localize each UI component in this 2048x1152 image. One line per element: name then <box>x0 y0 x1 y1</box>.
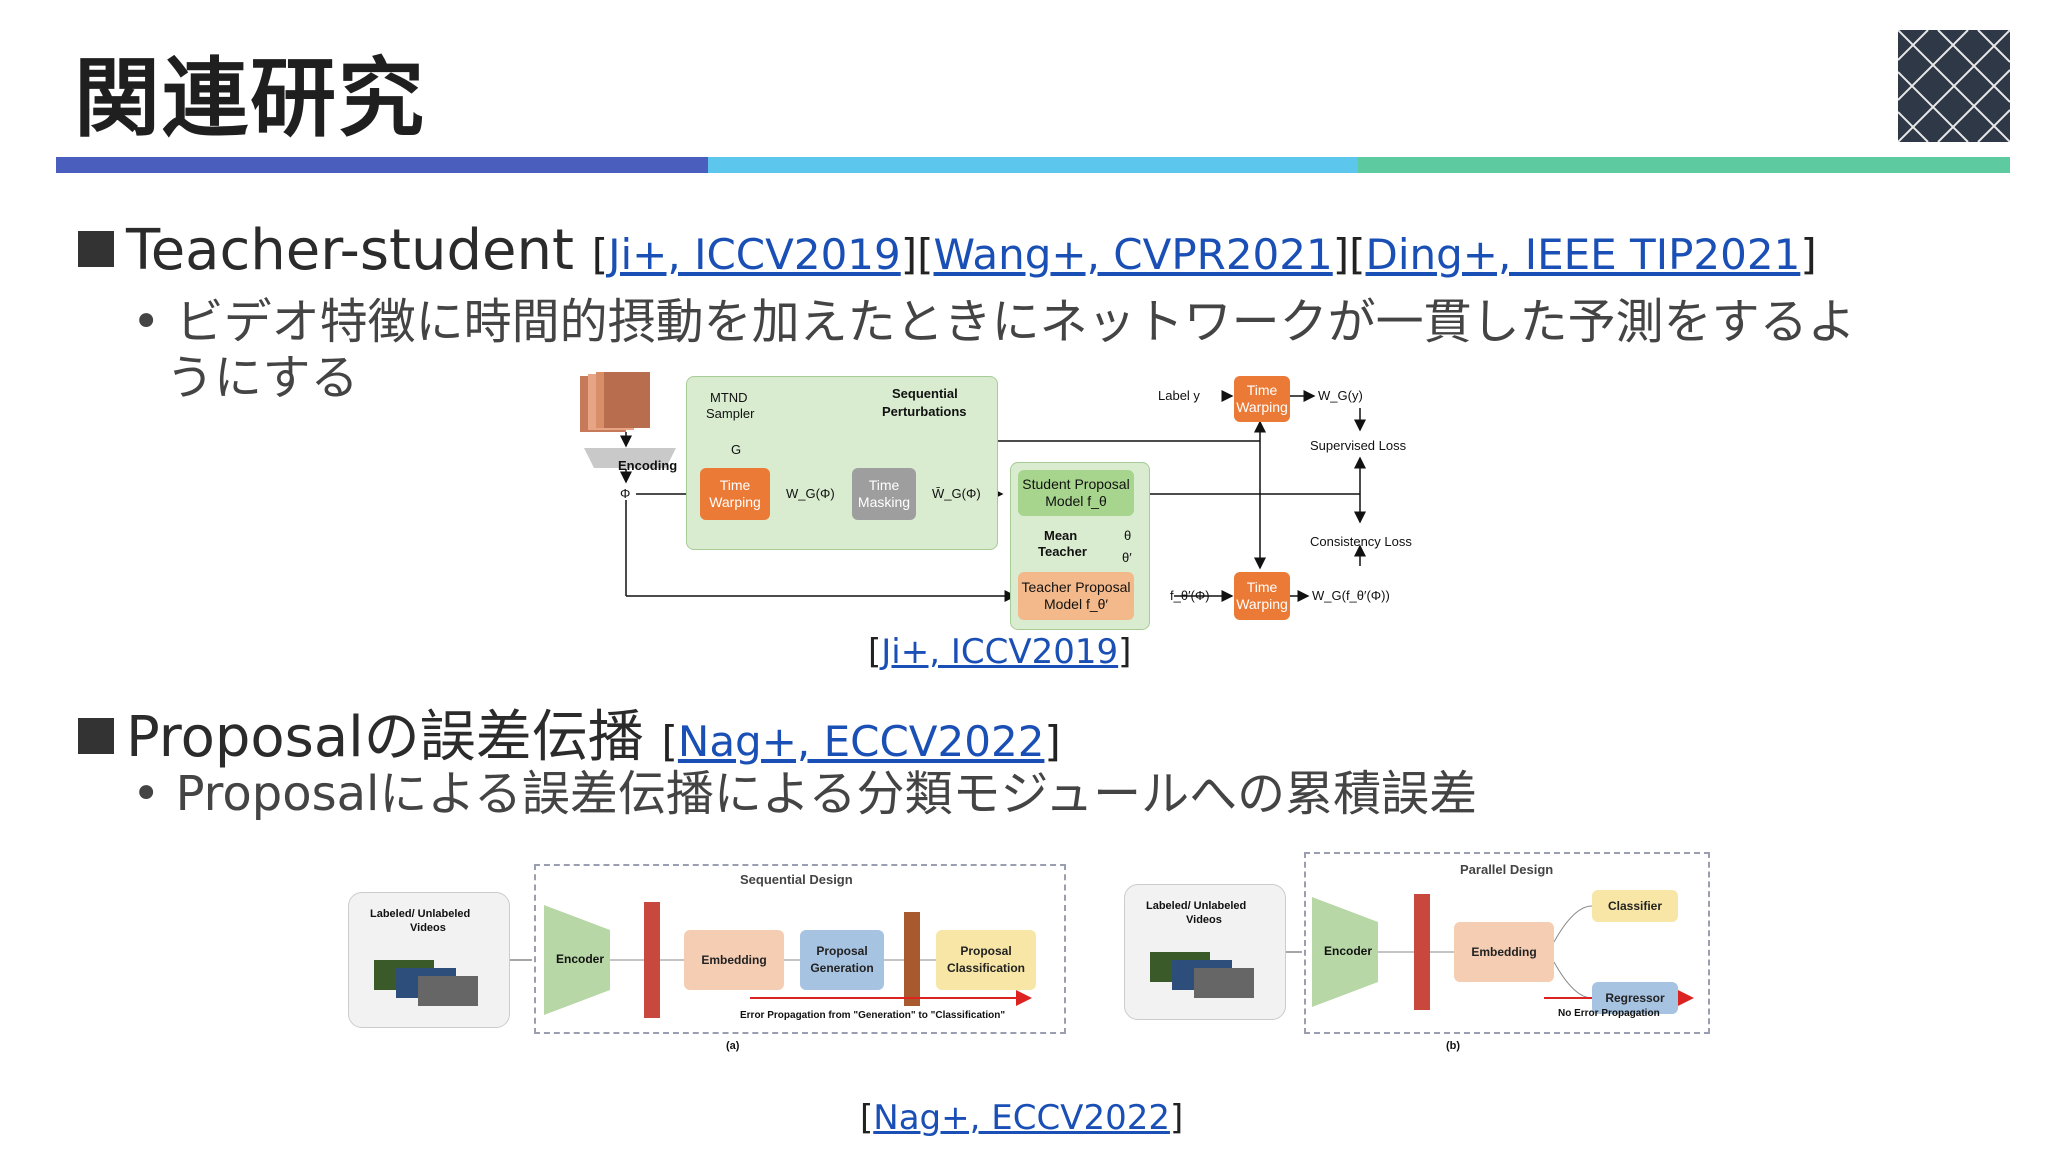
error-propagation-note: Error Propagation from "Generation" to "… <box>740 1010 1006 1021</box>
subfigure-label-a: (a) <box>726 1040 740 1052</box>
video-frames-icon <box>580 372 650 432</box>
sequential-label: Sequential <box>892 386 958 401</box>
label-y: Label y <box>1158 388 1200 403</box>
page-title: 関連研究 <box>74 49 426 149</box>
embedding-node: Embedding <box>1454 922 1554 982</box>
square-bullet-icon <box>78 718 114 754</box>
no-error-propagation-note: No Error Propagation <box>1558 1008 1660 1019</box>
teacher-student-diagram: Encoding Φ MTND Sampler G Sequential Per… <box>570 372 1430 634</box>
figure-caption-2: [Nag+, ECCV2022] <box>860 1098 1184 1138</box>
title-underline-cyan <box>708 157 1358 173</box>
regressor-node: Regressor <box>1592 982 1678 1014</box>
diagram-arrows <box>580 372 1366 602</box>
bullet-text-2: • Proposalによる誤差伝播による分類モジュールへの累積誤差 <box>132 766 1477 822</box>
teacher-label: Teacher <box>1038 544 1087 559</box>
ref-link-wang-cvpr2021[interactable]: Wang+, CVPR2021 <box>933 230 1333 279</box>
mtnd-label: MTND <box>710 390 748 405</box>
ref-link-ding-tip2021[interactable]: Ding+, IEEE TIP2021 <box>1365 230 1801 279</box>
bullet-dot: • <box>132 294 161 350</box>
parallel-diagram-shapes <box>1150 894 1694 1010</box>
wg-phi-label: W_G(Φ) <box>786 486 835 501</box>
bullet-line-1: ビデオ特徴に時間的摂動を加えたときにネットワークが一貫した予測をするよ <box>175 294 1856 350</box>
phi-label: Φ <box>620 486 631 501</box>
caption-link-nag-eccv2022[interactable]: Nag+, ECCV2022 <box>873 1098 1170 1138</box>
heading-text: Proposalの誤差伝播 <box>126 705 644 770</box>
wg-y-label: W_G(y) <box>1318 388 1363 403</box>
square-bullet-icon <box>78 231 114 267</box>
g-label: G <box>731 442 742 457</box>
sequential-design-figure: Labeled/ Unlabeled Videos Sequential Des… <box>348 860 1068 1060</box>
sequential-perturbations-panel <box>686 376 998 550</box>
title-underline-green <box>1358 157 2010 173</box>
encoding-label: Encoding <box>618 458 678 473</box>
diamond-lattice-logo-icon <box>1897 29 2011 143</box>
section-heading-teacher-student: Teacher-student [Ji+, ICCV2019][Wang+, C… <box>78 218 1817 283</box>
input-label-a: Labeled/ Unlabeled <box>1146 900 1247 912</box>
bullet-dot: • <box>132 766 161 822</box>
ref-link-ji-iccv2019[interactable]: Ji+, ICCV2019 <box>608 230 901 279</box>
input-label-a: Labeled/ Unlabeled <box>370 908 471 920</box>
f-theta-phi-label: f_θ′(Φ) <box>1170 588 1210 603</box>
embedding-node: Embedding <box>684 930 784 990</box>
input-label-b: Videos <box>1186 914 1222 926</box>
input-label-b: Videos <box>410 922 446 934</box>
theta-prime-label: θ′ <box>1122 550 1132 565</box>
mean-label: Mean <box>1044 528 1078 543</box>
parallel-design-box <box>1304 852 1710 1034</box>
section-heading-proposal-error: Proposalの誤差伝播 [Nag+, ECCV2022] <box>78 692 1061 773</box>
video-thumbnails-icon <box>374 960 478 1006</box>
caption-link-ji-iccv2019[interactable]: Ji+, ICCV2019 <box>881 632 1119 672</box>
perturbations-label: Perturbations <box>882 404 967 419</box>
reference-list: [Nag+, ECCV2022] <box>661 717 1061 766</box>
figure-caption-1: [Ji+, ICCV2019] <box>868 632 1132 672</box>
classifier-node: Classifier <box>1592 890 1678 922</box>
reference-list: [Ji+, ICCV2019][Wang+, CVPR2021][Ding+, … <box>591 230 1817 279</box>
consistency-loss-label: Consistency Loss <box>1310 534 1412 549</box>
video-thumbnails-icon <box>1150 952 1254 998</box>
parallel-design-title: Parallel Design <box>1460 862 1554 877</box>
ref-link-nag-eccv2022[interactable]: Nag+, ECCV2022 <box>677 717 1045 766</box>
sequential-design-box <box>534 864 1066 1034</box>
wg-f-label: W_G(f_θ′(Φ)) <box>1312 588 1390 603</box>
bullet-line: Proposalによる誤差伝播による分類モジュールへの累積誤差 <box>175 766 1478 822</box>
sampler-label: Sampler <box>706 406 755 421</box>
supervised-loss-label: Supervised Loss <box>1310 438 1407 453</box>
wg-phi-bar-label: W̄_G(Φ) <box>932 486 981 501</box>
title-underline-blue <box>56 157 708 173</box>
bullet-line-2: うにする <box>166 350 359 406</box>
theta-label: θ <box>1124 528 1132 543</box>
encoder-label: Encoder <box>556 952 605 966</box>
parallel-design-figure: Labeled/ Unlabeled Videos Parallel Desig… <box>1124 852 1724 1062</box>
subfigure-label-b: (b) <box>1446 1040 1461 1052</box>
bullet-text-1: • ビデオ特徴に時間的摂動を加えたときにネットワークが一貫した予測をするよ うに… <box>132 294 1992 406</box>
sequential-diagram-shapes <box>374 902 1032 1018</box>
sequential-design-title: Sequential Design <box>740 872 853 887</box>
heading-text: Teacher-student <box>126 218 574 283</box>
encoder-label: Encoder <box>1324 944 1373 958</box>
